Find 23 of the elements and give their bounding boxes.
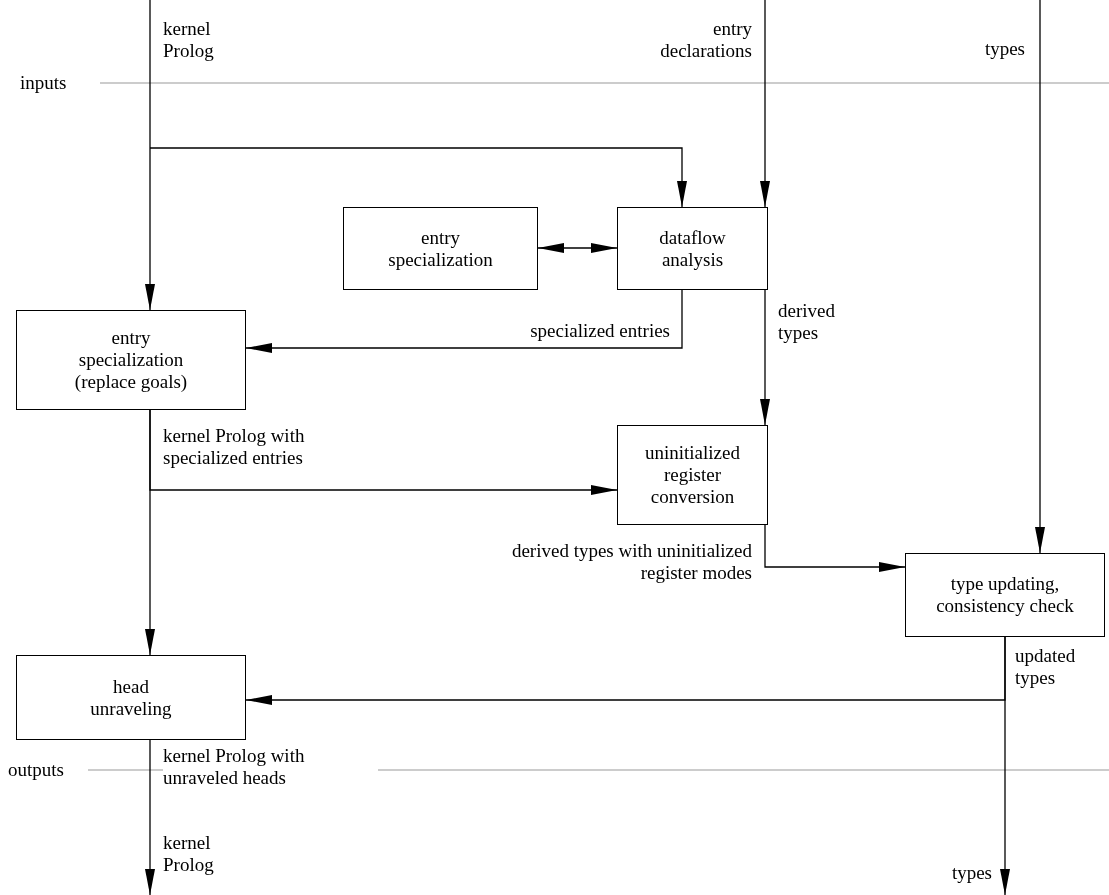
process-box <box>16 655 246 740</box>
arrow <box>145 409 155 656</box>
arrow <box>760 289 770 426</box>
box-text: head unraveling <box>89 675 173 720</box>
arrow <box>537 243 618 253</box>
box-text: entry specialization <box>387 226 494 271</box>
arrow <box>145 739 155 895</box>
box-text: entry specialization (replace goals) <box>73 327 189 393</box>
box-text: uninitialized register conversion <box>644 442 741 508</box>
process-box <box>905 553 1105 637</box>
process-box <box>16 310 246 410</box>
arrow <box>149 147 687 208</box>
arrow <box>1035 0 1045 554</box>
box-text: type updating, consistency check <box>935 573 1075 617</box>
process-box <box>343 207 538 290</box>
arrow <box>245 289 683 353</box>
process-box <box>617 207 768 290</box>
arrow <box>760 0 770 208</box>
arrow <box>145 0 155 311</box>
arrow <box>1000 636 1010 895</box>
box-text: dataflow analysis <box>658 226 727 271</box>
arrow <box>764 524 906 572</box>
process-box <box>617 425 768 525</box>
